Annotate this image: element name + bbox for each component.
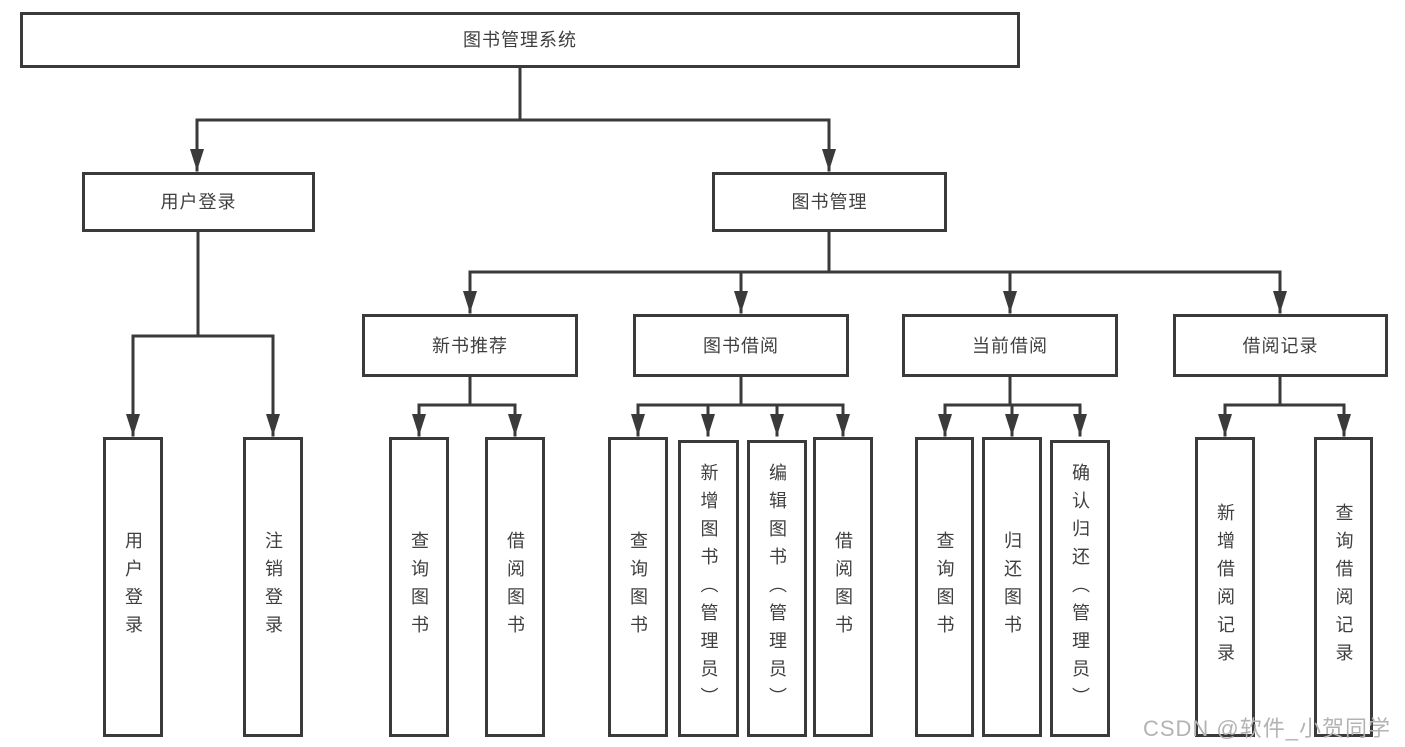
leaf-add-books-admin: 新增图书（管理员）: [678, 440, 739, 737]
node-new-book-recommend-label: 新书推荐: [432, 335, 508, 356]
node-current-borrow: 当前借阅: [902, 314, 1118, 377]
node-root-label: 图书管理系统: [463, 30, 577, 50]
leaf-query-borrow-record-label: 查询借阅记录: [1333, 503, 1354, 671]
leaf-confirm-return-admin: 确认归还（管理员）: [1050, 440, 1110, 737]
leaf-query-borrow-record: 查询借阅记录: [1314, 437, 1373, 737]
leaf-query-books-2-label: 查询图书: [628, 531, 648, 643]
leaf-logout-label: 注销登录: [263, 531, 283, 643]
leaf-query-books-2: 查询图书: [608, 437, 668, 737]
leaf-borrow-books-2: 借阅图书: [813, 437, 873, 737]
csdn-watermark: CSDN @软件_小贺同学: [1142, 716, 1391, 741]
node-book-management: 图书管理: [712, 172, 947, 232]
leaf-user-login: 用户登录: [103, 437, 163, 737]
leaf-add-books-admin-label: 新增图书（管理员）: [698, 462, 719, 715]
node-user-login-label: 用户登录: [160, 192, 237, 212]
leaf-query-books-1-label: 查询图书: [409, 531, 429, 643]
node-borrow-records-label: 借阅记录: [1242, 335, 1319, 356]
leaf-add-borrow-record: 新增借阅记录: [1195, 437, 1255, 737]
leaf-borrow-books-2-label: 借阅图书: [833, 531, 853, 643]
node-book-management-label: 图书管理: [791, 192, 868, 212]
leaf-borrow-books-1-label: 借阅图书: [505, 531, 525, 643]
node-current-borrow-label: 当前借阅: [972, 335, 1048, 356]
leaf-query-books-3: 查询图书: [915, 437, 974, 737]
leaf-return-books: 归还图书: [982, 437, 1042, 737]
leaf-add-borrow-record-label: 新增借阅记录: [1215, 503, 1235, 671]
node-book-borrow-label: 图书借阅: [703, 335, 779, 356]
leaf-query-books-1: 查询图书: [389, 437, 449, 737]
leaf-edit-books-admin-label: 编辑图书（管理员）: [767, 462, 787, 715]
leaf-edit-books-admin: 编辑图书（管理员）: [747, 440, 807, 737]
node-book-borrow: 图书借阅: [633, 314, 849, 377]
leaf-logout: 注销登录: [243, 437, 303, 737]
node-new-book-recommend: 新书推荐: [362, 314, 578, 377]
leaf-query-books-3-label: 查询图书: [934, 531, 955, 643]
node-user-login: 用户登录: [82, 172, 315, 232]
node-borrow-records: 借阅记录: [1173, 314, 1388, 377]
leaf-user-login-label: 用户登录: [123, 531, 143, 643]
leaf-return-books-label: 归还图书: [1002, 531, 1022, 643]
leaf-confirm-return-admin-label: 确认归还（管理员）: [1070, 462, 1090, 715]
node-root: 图书管理系统: [20, 12, 1020, 68]
leaf-borrow-books-1: 借阅图书: [485, 437, 545, 737]
